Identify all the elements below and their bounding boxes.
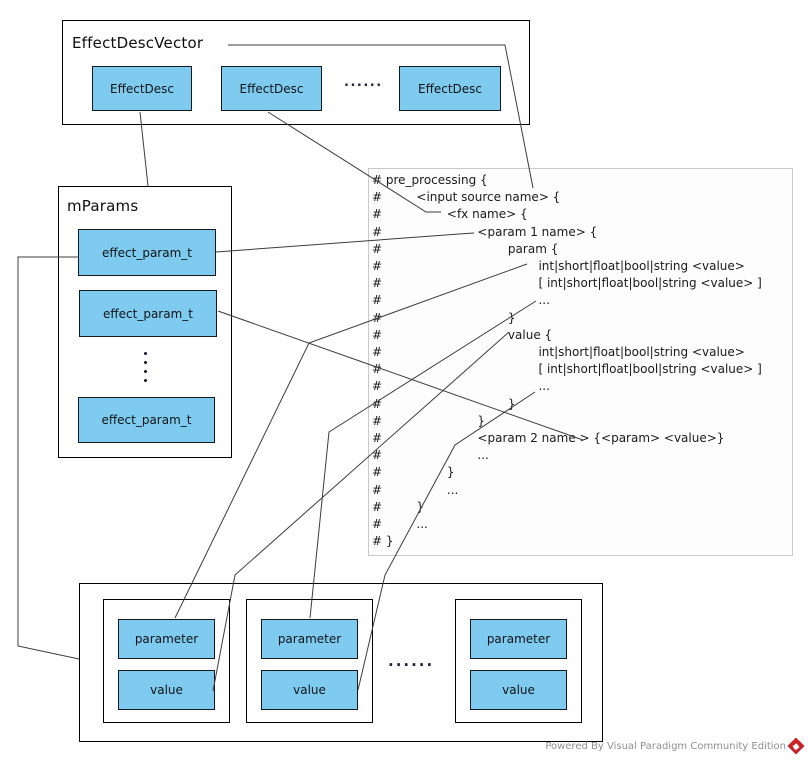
- watermark-text: Powered By Visual Paradigm Community Edi…: [545, 741, 786, 752]
- value-label: value: [293, 683, 326, 697]
- parameter-node: parameter: [261, 619, 358, 659]
- ellipsis-horizontal: ......: [388, 652, 435, 670]
- parameter-label: parameter: [134, 632, 199, 646]
- effect-param-t-label: effect_param_t: [101, 413, 192, 427]
- effect-param-t-node: effect_param_t: [78, 397, 215, 443]
- effectdesc-node: EffectDesc: [221, 66, 322, 111]
- effectdesc-node: EffectDesc: [399, 66, 501, 111]
- visual-paradigm-logo-icon: [787, 737, 805, 755]
- effect-param-t-node: effect_param_t: [79, 290, 217, 337]
- value-node: value: [261, 670, 358, 710]
- effect-param-t-node: effect_param_t: [78, 229, 216, 276]
- parameter-label: parameter: [277, 632, 342, 646]
- value-node: value: [118, 670, 215, 710]
- effectdesc-label: EffectDesc: [417, 81, 482, 96]
- value-label: value: [502, 683, 535, 697]
- value-node: value: [470, 670, 567, 710]
- ellipsis-horizontal: ......: [344, 75, 383, 90]
- effectdesc-label: EffectDesc: [109, 81, 174, 96]
- value-label: value: [150, 683, 183, 697]
- effect-param-t-label: effect_param_t: [102, 245, 192, 260]
- parameter-node: parameter: [118, 619, 215, 659]
- parameter-node: parameter: [470, 619, 567, 659]
- mparams-title: mParams: [67, 197, 139, 215]
- effectdescvector-title: EffectDescVector: [72, 34, 204, 52]
- parameter-label: parameter: [486, 632, 551, 646]
- config-code-block: # pre_processing { # <input source name>…: [368, 168, 793, 556]
- effectdesc-label: EffectDesc: [239, 81, 304, 96]
- effect-param-t-label: effect_param_t: [103, 306, 193, 321]
- effectdesc-node: EffectDesc: [92, 66, 192, 111]
- vertical-ellipsis: [144, 352, 147, 382]
